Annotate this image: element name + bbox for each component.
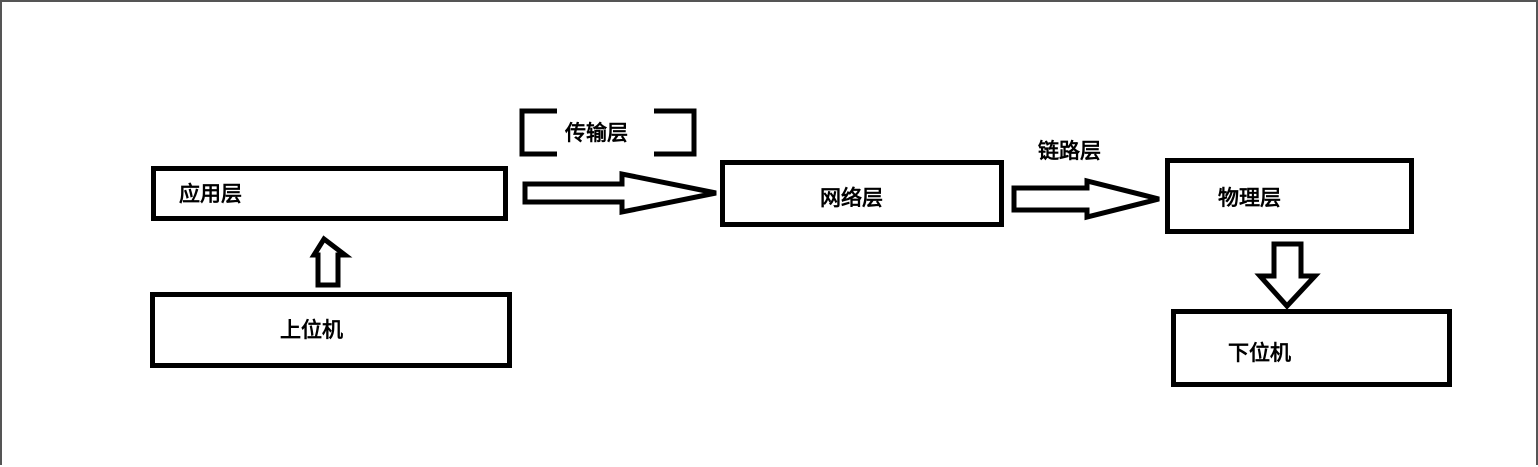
- lower-computer-label: 下位机: [1228, 341, 1291, 365]
- app-layer-box: [151, 166, 508, 221]
- link-layer-label: 链路层: [1038, 139, 1101, 163]
- bracket-right-icon: [654, 108, 697, 157]
- right-arrow-icon: [1011, 177, 1160, 221]
- lower-computer-box: [1171, 309, 1452, 387]
- down-arrow-icon: [1254, 241, 1321, 310]
- upper-computer-box: [150, 292, 512, 368]
- up-arrow-icon: [309, 235, 353, 288]
- network-layer-label: 网络层: [820, 186, 883, 210]
- physical-layer-box: [1165, 158, 1414, 234]
- network-layer-box: [720, 160, 1004, 227]
- physical-layer-label: 物理层: [1218, 186, 1281, 210]
- right-arrow-icon: [522, 170, 717, 216]
- upper-computer-label: 上位机: [280, 318, 343, 342]
- bracket-left-icon: [519, 108, 557, 157]
- app-layer-label: 应用层: [179, 182, 242, 206]
- transport-layer-label: 传输层: [565, 121, 628, 145]
